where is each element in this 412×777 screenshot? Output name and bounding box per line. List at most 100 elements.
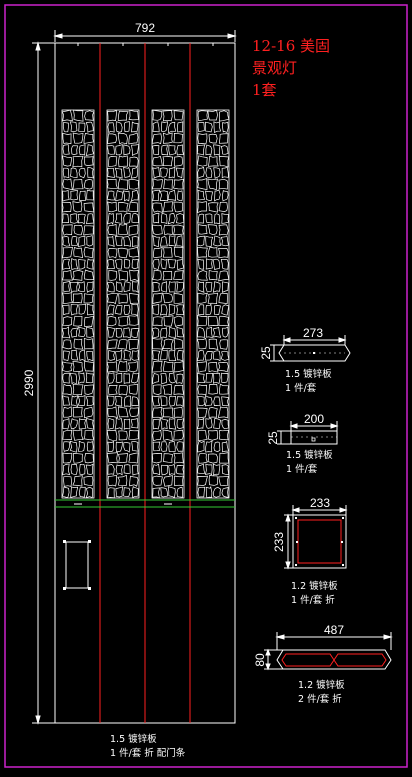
perforation-cell (173, 452, 184, 464)
perforation-cell (162, 270, 173, 281)
part-1-caption-line-1: 1.5 镀锌板 (285, 368, 332, 380)
perforation-cell (221, 440, 229, 453)
perforation-cell (118, 453, 129, 464)
perforation-cell (168, 144, 177, 156)
part-1: 273 25 1.5 镀锌板 1 件/套 (259, 326, 351, 394)
perforation-cell (70, 281, 79, 293)
perforation-cell (72, 155, 84, 168)
perforation-cell (117, 247, 128, 259)
perforation-cell (205, 121, 213, 133)
perforation-cell (107, 122, 115, 134)
perforation-cell (221, 396, 230, 407)
perforation-cell (159, 190, 169, 202)
perforation-cell (85, 121, 94, 133)
perforation-cell (115, 464, 124, 476)
perforation-cell (207, 453, 218, 464)
perforation-cell (115, 281, 123, 293)
perforation-cell (173, 406, 183, 418)
perforation-cell (83, 246, 94, 259)
perforation-cell (115, 144, 123, 156)
perforation-cell (73, 225, 84, 236)
perforation-cell (72, 179, 84, 190)
perforation-cell (162, 247, 173, 258)
perforation-cell (62, 316, 73, 326)
perforation-cell (217, 362, 229, 373)
perforation-cell (86, 189, 94, 201)
perforation-cell (62, 236, 71, 247)
perforation-cell (124, 395, 131, 407)
perforation-cell (83, 225, 95, 236)
perforation-cell (218, 475, 229, 486)
perforation-cell (217, 406, 229, 419)
perforation-cell (152, 350, 161, 361)
perforation-cell (152, 418, 160, 430)
perforation-cell (197, 246, 208, 258)
perforation-cell (107, 248, 118, 259)
perforation-cell (218, 270, 230, 282)
title-line-1: 12-16 美固 (252, 37, 330, 55)
perforation-cell (207, 224, 218, 236)
perforation-cell (163, 224, 173, 236)
main-caption-line-2: 1 件/套 折 配门条 (110, 747, 186, 759)
perforation-cell (118, 406, 129, 418)
perforation-cell (168, 418, 177, 430)
perforation-cell (83, 156, 94, 166)
perforation-cell (128, 224, 139, 236)
perforation-cell (213, 486, 221, 498)
perforation-cell (197, 201, 207, 214)
perforation-cell (176, 418, 185, 429)
strip-outline-4 (196, 109, 230, 499)
perforated-strips (61, 109, 230, 499)
perforation-cell (107, 212, 115, 225)
strip-outline-3 (151, 109, 185, 499)
perforation-cell (86, 440, 94, 452)
perforation-cell (208, 338, 219, 350)
perforation-cell (162, 132, 173, 144)
perforation-cell (176, 258, 185, 270)
perforation-cell (123, 349, 132, 361)
perforation-cell (168, 464, 176, 476)
main-caption-line-1: 1.5 镀锌板 (110, 733, 157, 745)
perforation-cell (62, 429, 73, 440)
perforation-cell (106, 178, 118, 190)
perforation-cell (107, 406, 118, 418)
perforation-cell (196, 235, 205, 247)
perforation-cell (122, 327, 131, 339)
part-4-left-fold (281, 653, 335, 667)
perforation-cell (197, 189, 206, 201)
perforation-cell (85, 395, 94, 407)
perforation-cell (86, 235, 94, 247)
perforation-cell (152, 406, 163, 419)
perforation-cell (220, 350, 230, 361)
perforation-cell (70, 213, 79, 224)
perforation-cell (152, 429, 162, 442)
perforation-cell (123, 464, 131, 474)
part-4-outline (276, 649, 392, 670)
perforation-cell (114, 258, 123, 270)
perforation-cell (123, 144, 131, 156)
perforation-cell (117, 132, 128, 145)
perforation-cell (196, 407, 208, 418)
perforation-cell (117, 474, 128, 487)
perforation-cell (72, 293, 83, 304)
perforation-cell (73, 315, 83, 327)
perforation-cell (159, 417, 169, 430)
perforation-cell (118, 202, 129, 213)
perforation-cell (131, 213, 139, 224)
perforation-cell (161, 280, 167, 293)
perforation-cell (72, 201, 83, 213)
perforation-cell (222, 326, 229, 338)
perforation-cell (173, 270, 184, 280)
sheet-border (4, 4, 408, 768)
perforation-cell (83, 293, 94, 304)
perforation-cell (160, 121, 169, 133)
perforation-cell (106, 304, 115, 316)
perforation-cell (62, 269, 73, 281)
perforation-cell (151, 453, 163, 464)
perforation-cell (72, 383, 84, 396)
perforation-cell (131, 396, 139, 407)
perforation-cell (123, 304, 131, 315)
perforation-cell (78, 326, 86, 337)
perforation-cell (78, 418, 87, 430)
perforation-cell (221, 304, 230, 316)
